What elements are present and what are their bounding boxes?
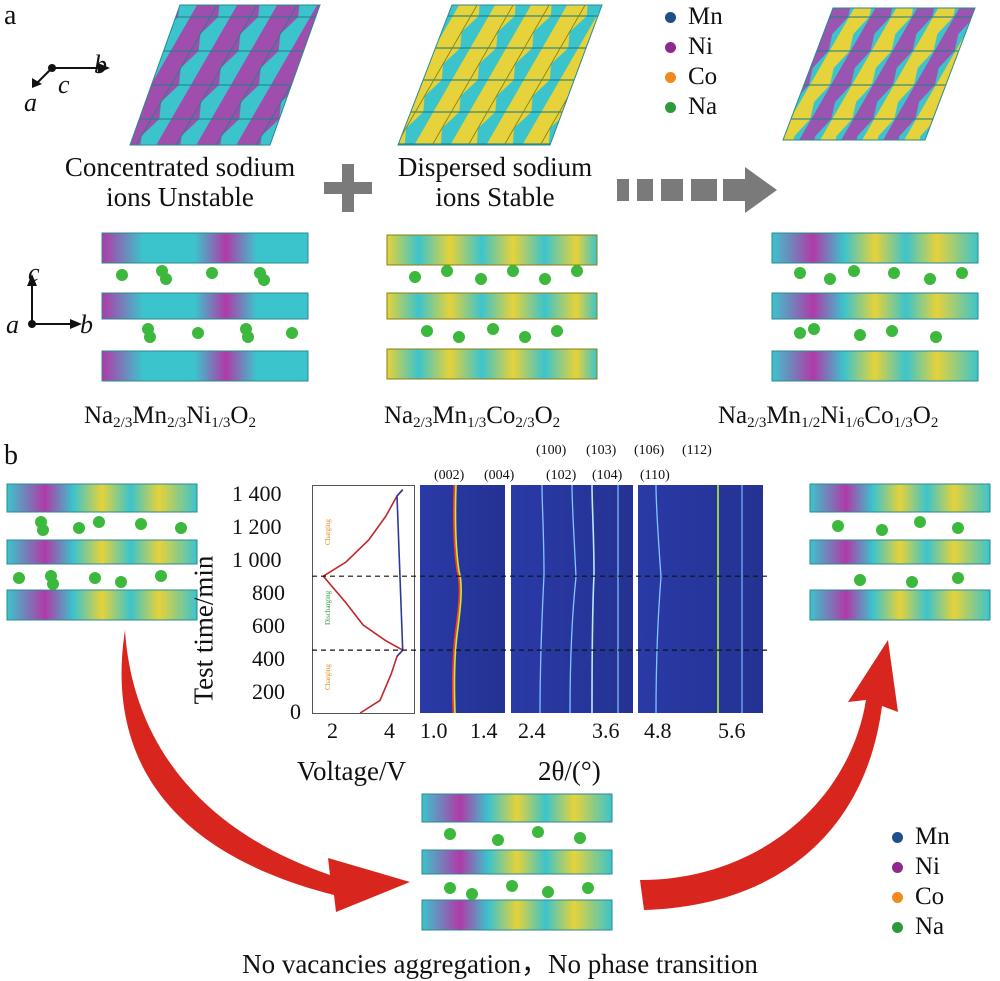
- axis-c-side-label: c: [28, 258, 40, 287]
- xrd-axis-title: 2θ/(°): [538, 756, 601, 786]
- bc-axis-triad: [27, 274, 82, 329]
- axis-b-side-label: b: [80, 310, 93, 339]
- dashed-marker-lines: [312, 575, 767, 651]
- voltage-tick-2: 2: [327, 718, 338, 743]
- annotation-charging-1: Charging: [324, 664, 332, 690]
- peak-106: (106): [634, 443, 665, 458]
- legend-item-ni: Ni: [665, 32, 723, 62]
- co-dot-icon: [892, 891, 903, 903]
- structure-b-right: [809, 483, 991, 621]
- axis-a-label: a: [24, 88, 37, 117]
- formula-right: Na2/3Mn1/2Ni1/6Co1/3O2: [718, 402, 939, 431]
- y-tick-200: 200: [252, 679, 285, 704]
- y-tick-400: 400: [252, 646, 285, 671]
- bottom-caption: No vacancies aggregation，No phase transi…: [242, 949, 758, 979]
- y-tick-1400: 1 400: [232, 481, 282, 506]
- mn-dot-icon: [892, 831, 903, 843]
- y-tick-1200: 1 200: [232, 514, 282, 539]
- panel-b-label: b: [4, 440, 18, 471]
- axis-c-label: c: [58, 70, 70, 99]
- voltage-axis-title: Voltage/V: [297, 756, 406, 786]
- peak-004: (004): [484, 468, 515, 483]
- lattice-top-view-left: [129, 4, 321, 146]
- ni-dot-icon: [892, 861, 903, 873]
- xrd-panel-100-104: [511, 485, 633, 713]
- legend-bottom-item-ni: Ni: [892, 852, 950, 882]
- lattice-top-view-middle: [397, 4, 603, 146]
- legend-item-co: Co: [665, 62, 723, 92]
- na-dot-icon: [892, 921, 903, 933]
- dashed-arrow-icon: [617, 167, 777, 213]
- layered-structure-left: [101, 232, 309, 382]
- xrd-tick-3-6: 3.6: [592, 718, 620, 743]
- y-tick-1000: 1 000: [232, 547, 282, 572]
- legend-bottom-item-mn: Mn: [892, 822, 950, 852]
- axis-b-label: b: [94, 50, 107, 79]
- mn-dot-icon: [665, 11, 676, 23]
- na-dot-icon: [665, 101, 676, 113]
- y-axis-title: Test time/min: [188, 555, 219, 705]
- co-dot-icon: [665, 71, 676, 83]
- xrd-tick-4-8: 4.8: [644, 718, 672, 743]
- xrd-tick-5-6: 5.6: [718, 718, 746, 743]
- structure-b-left: [6, 483, 198, 621]
- xrd-panel-002: [420, 485, 505, 713]
- layered-structure-right: [771, 232, 979, 382]
- voltage-tick-4: 4: [384, 718, 395, 743]
- y-tick-800: 800: [252, 580, 285, 605]
- plus-icon: [324, 164, 372, 212]
- peak-102: (102): [546, 468, 577, 483]
- peak-103: (103): [586, 443, 617, 458]
- peak-002: (002): [434, 468, 465, 483]
- annotation-discharging: Discharging: [324, 590, 332, 625]
- voltage-profile-plot: Charging Discharging Charging: [312, 485, 415, 714]
- axis-a-side-label: a: [6, 310, 19, 339]
- panel-a-label: a: [4, 0, 17, 31]
- peak-110: (110): [640, 468, 670, 483]
- legend-top: Mn Ni Co Na: [665, 2, 723, 122]
- annotation-charging-2: Charging: [324, 519, 332, 545]
- xrd-tick-2-4: 2.4: [518, 718, 546, 743]
- peak-104: (104): [592, 468, 623, 483]
- ab-axis-triad: [32, 63, 110, 88]
- ni-dot-icon: [665, 41, 676, 53]
- voltage-curve-upper: [396, 489, 404, 657]
- red-arrow-down-left: [121, 630, 410, 912]
- formula-middle: Na2/3Mn1/3Co2/3O2: [384, 402, 561, 431]
- y-tick-0: 0: [290, 699, 301, 724]
- y-tick-600: 600: [252, 613, 285, 638]
- legend-bottom-item-na: Na: [892, 912, 950, 942]
- legend-bottom: Mn Ni Co Na: [892, 822, 950, 942]
- xrd-tick-1-0: 1.0: [420, 718, 448, 743]
- structure-b-bottom: [421, 793, 613, 931]
- red-arrow-up-right: [640, 640, 898, 910]
- xrd-heatmap: [420, 485, 763, 714]
- voltage-curve: [322, 489, 404, 714]
- lattice-top-view-right: [782, 7, 976, 141]
- legend-bottom-item-co: Co: [892, 882, 950, 912]
- legend-item-na: Na: [665, 92, 723, 122]
- formula-left: Na2/3Mn2/3Ni1/3O2: [84, 402, 256, 431]
- peak-100: (100): [536, 443, 567, 458]
- layered-structure-middle: [386, 234, 598, 380]
- xrd-tick-1-4: 1.4: [470, 718, 498, 743]
- legend-item-mn: Mn: [665, 2, 723, 32]
- peak-112: (112): [682, 443, 712, 458]
